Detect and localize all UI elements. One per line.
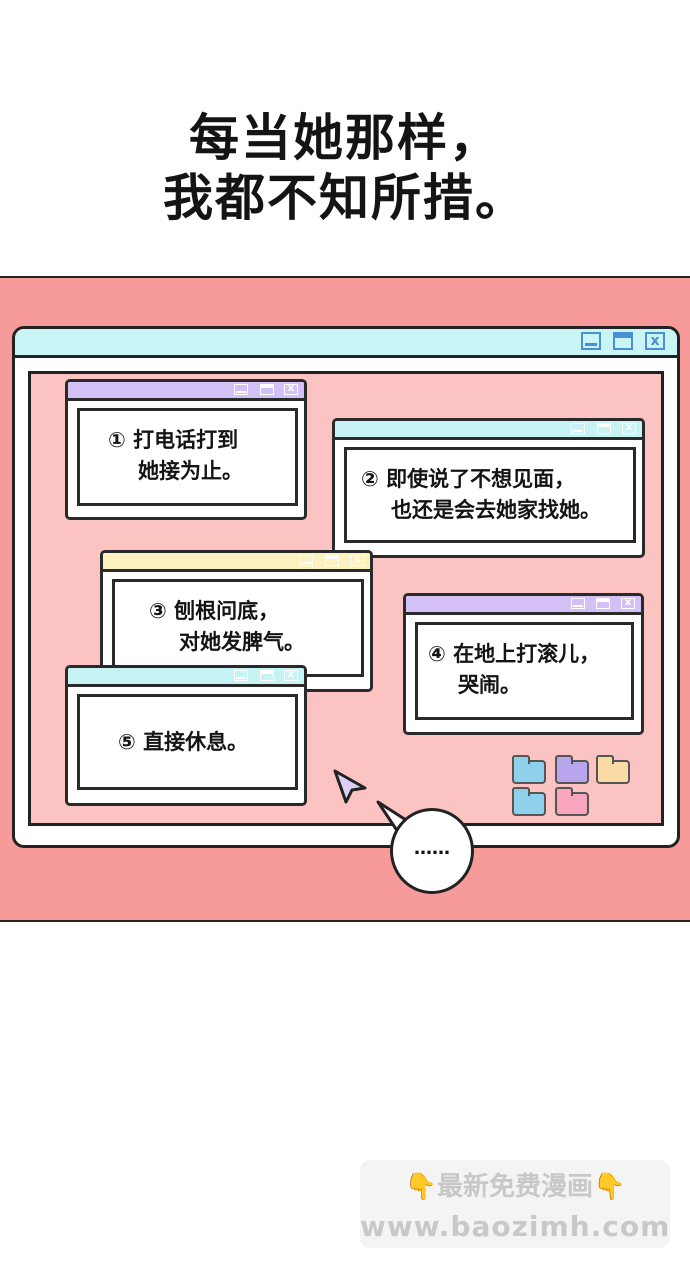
popup-window-1-content: ① 打电话打到 她接为止。 bbox=[77, 408, 298, 506]
popup-window-5-titlebar: x bbox=[68, 668, 304, 687]
popup-window-4-content: ④ 在地上打滚儿， 哭闹。 bbox=[415, 622, 634, 720]
item-1-line-1: ① 打电话打到 bbox=[108, 428, 239, 452]
item-2-text: ② 即使说了不想见面， 也还是会去她家找她。 bbox=[361, 464, 601, 526]
window-maximize-icon[interactable] bbox=[260, 670, 274, 681]
window-maximize-icon[interactable] bbox=[613, 332, 633, 350]
window-close-icon[interactable]: x bbox=[284, 384, 298, 395]
window-close-icon[interactable]: x bbox=[622, 423, 636, 434]
popup-window-1-titlebar: x bbox=[68, 382, 304, 401]
window-minimize-icon[interactable] bbox=[571, 423, 585, 434]
window-maximize-icon[interactable] bbox=[260, 384, 274, 395]
item-2-line-2: 也还是会去她家找她。 bbox=[391, 498, 601, 522]
headline-line-2: 我都不知所措。 bbox=[163, 169, 527, 227]
window-minimize-icon[interactable] bbox=[234, 670, 248, 681]
item-4-line-2: 哭闹。 bbox=[458, 673, 521, 697]
desktop-window-titlebar: x bbox=[15, 329, 677, 358]
window-maximize-icon[interactable] bbox=[325, 555, 339, 566]
watermark-line-2: www.baozimh.com bbox=[360, 1210, 671, 1243]
item-3-line-2: 对她发脾气。 bbox=[179, 630, 305, 654]
window-maximize-icon[interactable] bbox=[597, 423, 611, 434]
folder-icon[interactable] bbox=[555, 755, 589, 784]
window-close-icon[interactable]: x bbox=[350, 555, 364, 566]
item-1-line-2: 她接为止。 bbox=[138, 459, 243, 483]
headline-line-1: 每当她那样， bbox=[189, 109, 501, 167]
window-close-icon[interactable]: x bbox=[284, 670, 298, 681]
item-5-line-1: ⑤ 直接休息。 bbox=[118, 730, 249, 754]
popup-window-5-content: ⑤ 直接休息。 bbox=[77, 694, 298, 790]
window-close-icon[interactable]: x bbox=[621, 598, 635, 609]
speech-bubble: …… bbox=[390, 808, 474, 894]
watermark: 👇最新免费漫画👇 www.baozimh.com bbox=[360, 1160, 670, 1248]
popup-window-4-titlebar: x bbox=[406, 596, 641, 615]
window-maximize-icon[interactable] bbox=[596, 598, 610, 609]
window-close-icon[interactable]: x bbox=[645, 332, 665, 350]
popup-window-5: x ⑤ 直接休息。 bbox=[65, 665, 307, 806]
item-3-line-1: ③ 刨根问底， bbox=[149, 599, 280, 623]
item-3-text: ③ 刨根问底， 对她发脾气。 bbox=[149, 596, 305, 658]
popup-window-3-content: ③ 刨根问底， 对她发脾气。 bbox=[112, 579, 364, 677]
watermark-line-1: 👇最新免费漫画👇 bbox=[404, 1172, 626, 1202]
popup-window-2-titlebar: x bbox=[335, 421, 642, 440]
popup-window-1: x ① 打电话打到 她接为止。 bbox=[65, 379, 307, 520]
window-minimize-icon[interactable] bbox=[299, 555, 313, 566]
item-5-text: ⑤ 直接休息。 bbox=[118, 727, 248, 758]
popup-window-4: x ④ 在地上打滚儿， 哭闹。 bbox=[403, 593, 644, 735]
folder-icon[interactable] bbox=[555, 787, 589, 816]
item-4-text: ④ 在地上打滚儿， 哭闹。 bbox=[428, 639, 600, 701]
folder-icon[interactable] bbox=[596, 755, 630, 784]
window-minimize-icon[interactable] bbox=[571, 598, 585, 609]
window-minimize-icon[interactable] bbox=[581, 332, 601, 350]
window-minimize-icon[interactable] bbox=[234, 384, 248, 395]
headline: 每当她那样， 我都不知所措。 bbox=[0, 108, 690, 228]
illustration-panel: x x ① 打电话打到 她接为止。 x ② 即使说了不想见面， 也还是会去她家找… bbox=[0, 276, 690, 922]
popup-window-2: x ② 即使说了不想见面， 也还是会去她家找她。 bbox=[332, 418, 645, 558]
item-2-line-1: ② 即使说了不想见面， bbox=[361, 467, 576, 491]
popup-window-2-content: ② 即使说了不想见面， 也还是会去她家找她。 bbox=[344, 447, 636, 543]
popup-window-3-titlebar: x bbox=[103, 553, 370, 572]
folder-icon[interactable] bbox=[512, 787, 546, 816]
folder-icon[interactable] bbox=[512, 755, 546, 784]
item-4-line-1: ④ 在地上打滚儿， bbox=[428, 642, 601, 666]
cursor-arrow-icon bbox=[333, 769, 367, 804]
item-1-text: ① 打电话打到 她接为止。 bbox=[108, 425, 243, 487]
popup-window-3: x ③ 刨根问底， 对她发脾气。 bbox=[100, 550, 373, 692]
